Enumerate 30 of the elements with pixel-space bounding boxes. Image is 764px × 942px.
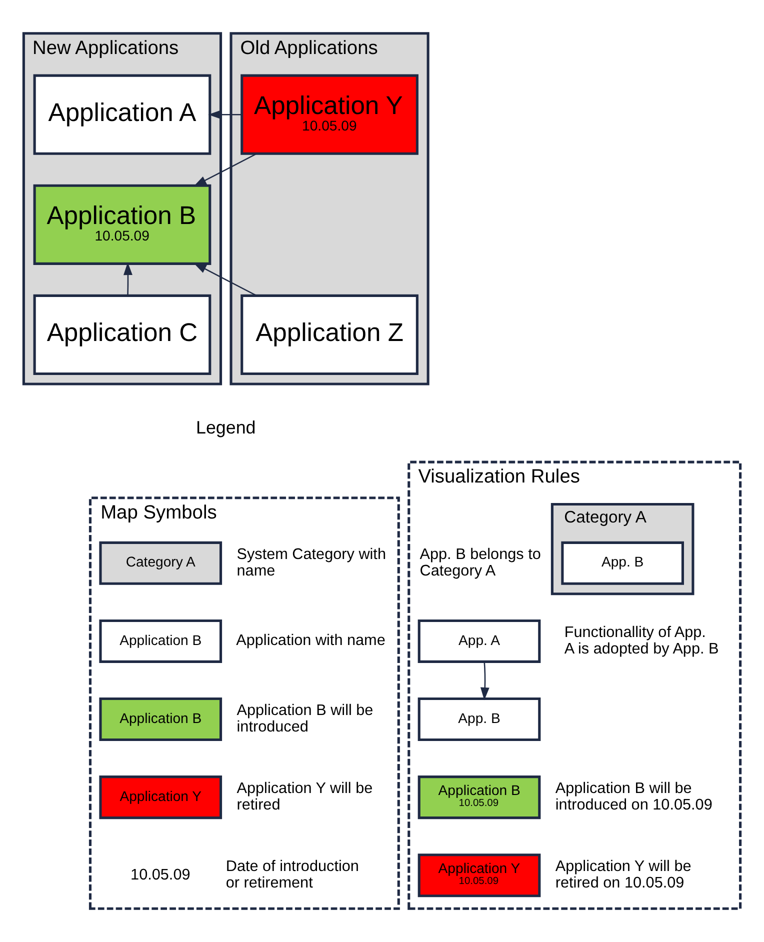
arrow	[194, 153, 257, 186]
node-box: Category A	[99, 541, 222, 585]
node-box: App. B	[418, 698, 541, 741]
arrow	[480, 662, 490, 700]
label: 10.05.09	[130, 866, 190, 884]
node-label: Application Y will be retired	[236, 780, 373, 814]
node-box: Application B 10.05.09	[418, 776, 541, 820]
node-box: Application A	[33, 74, 212, 155]
node-box: Application Y 10.05.09	[418, 854, 541, 898]
node-box: Application B	[99, 619, 222, 663]
node-label: Application Y will be retired on 10.05.09	[555, 858, 692, 892]
node-box: Application Z	[240, 294, 418, 376]
node-label: App. B belongs to Category A	[420, 546, 541, 580]
node-box: Application B 10.05.09	[33, 184, 212, 265]
label: Functionallity of App. A is adopted by App. B	[564, 624, 719, 658]
node-label: Application B will be introduced	[236, 702, 374, 736]
node-box: Application B	[99, 698, 222, 741]
node-box: Application Y	[99, 776, 222, 820]
label: Legend	[196, 418, 256, 438]
node-label: Application B will be introduced on 10.05.09	[555, 780, 712, 814]
label: Date of introduction or retirement	[226, 858, 359, 892]
node-label: System Category with name	[236, 546, 386, 580]
node-box: App. B	[561, 541, 684, 585]
node-box: Application C	[33, 294, 212, 376]
node-box: Application Y 10.05.09	[240, 74, 418, 155]
node-label: Application with name	[236, 632, 386, 650]
arrow	[208, 110, 242, 120]
arrow	[124, 262, 132, 296]
node-box: App. A	[418, 619, 541, 663]
arrow	[194, 262, 257, 296]
